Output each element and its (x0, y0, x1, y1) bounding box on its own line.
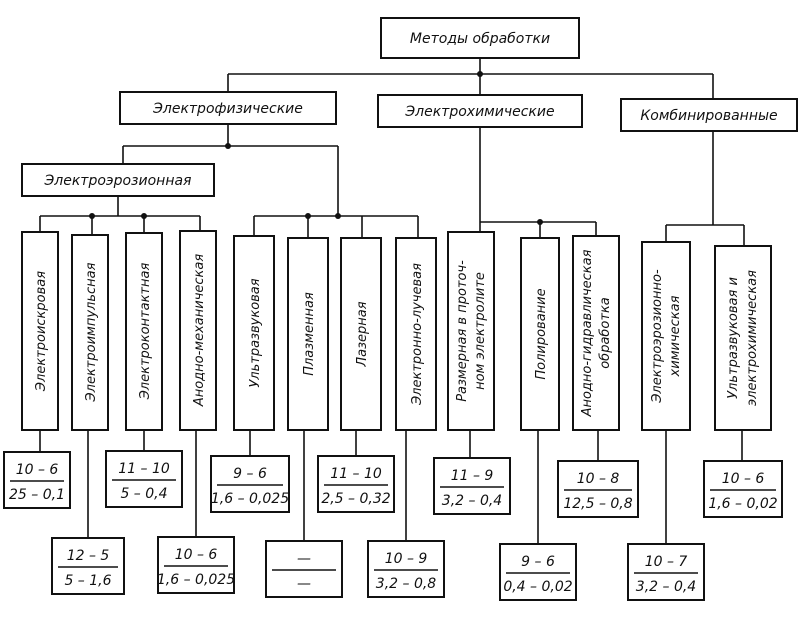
erosion-label: Электроэрозионная (44, 173, 192, 189)
root-label: Методы обработки (410, 31, 550, 47)
values-electropulse: 12 – 5 5 – 1,6 (51, 537, 125, 595)
value-top: 10 – 8 (577, 471, 620, 487)
electrochemical-node: Электрохимические (377, 94, 583, 128)
method-label: Электронно-лучевая (410, 263, 425, 406)
electrochemical-label: Электрохимические (404, 104, 554, 120)
method-label: Анодно-механическая (192, 254, 207, 408)
values-anode-hydraulic: 10 – 8 12,5 – 0,8 (557, 460, 639, 518)
method-label: Электроискровая (34, 271, 49, 392)
method-label: Электроимпульсная (84, 262, 99, 402)
method-label: Полирование (534, 288, 549, 379)
value-bottom: 2,5 – 0,32 (321, 491, 390, 507)
value-top: 9 – 6 (233, 466, 267, 482)
method-anode-hydraulic: Анодно-гидравлическая обработка (572, 235, 620, 431)
method-label: Плазменная (302, 292, 317, 376)
method-label-line2: электрохимическая (745, 270, 760, 406)
value-top: 10 – 6 (722, 471, 765, 487)
values-plasma: — — (265, 540, 343, 598)
values-electron-beam: 10 – 9 3,2 – 0,8 (367, 540, 445, 598)
junction-dots (89, 71, 543, 225)
value-top: 10 – 6 (175, 547, 218, 563)
method-label-line2: ном электролите (473, 272, 488, 390)
value-top: 11 – 10 (330, 466, 382, 482)
value-bottom: 3,2 – 0,8 (376, 576, 437, 592)
method-anode-mechanical: Анодно-механическая (179, 230, 217, 431)
value-bottom: 1,6 – 0,025 (211, 491, 289, 507)
electrophysical-node: Электрофизические (119, 91, 337, 125)
method-erosion-chemical: Электроэрозионно- химическая (641, 241, 691, 431)
value-top: 9 – 6 (521, 554, 555, 570)
method-laser: Лазерная (340, 237, 382, 431)
root-node: Методы обработки (380, 17, 580, 59)
value-bottom: 5 – 1,6 (64, 573, 111, 589)
method-label: Ультразвуковая (248, 278, 263, 387)
method-label: Электроконтактная (138, 263, 153, 401)
values-dimensional-flow: 11 – 9 3,2 – 0,4 (433, 457, 511, 515)
values-electrospark: 10 – 6 25 – 0,1 (3, 451, 71, 509)
values-erosion-chemical: 10 – 7 3,2 – 0,4 (627, 543, 705, 601)
values-ultrasonic-electrochemical: 10 – 6 1,6 – 0,02 (703, 460, 783, 518)
values-electrocontact: 11 – 10 5 – 0,4 (105, 450, 183, 508)
value-bottom: 3,2 – 0,4 (442, 493, 502, 509)
value-top: 10 – 7 (645, 554, 688, 570)
method-label: Ультразвуковая и (726, 277, 741, 399)
value-top: 11 – 9 (451, 468, 494, 484)
electrophysical-label: Электрофизические (152, 101, 303, 117)
method-polishing: Полирование (520, 237, 560, 431)
value-bottom: 1,6 – 0,02 (708, 496, 777, 512)
combined-label: Комбинированные (640, 108, 777, 124)
value-bottom: 0,4 – 0,02 (503, 579, 572, 595)
value-top: — (297, 551, 311, 567)
value-bottom: 25 – 0,1 (9, 487, 65, 503)
combined-node: Комбинированные (620, 98, 798, 132)
value-bottom: 1,6 – 0,025 (157, 572, 235, 588)
value-top: 12 – 5 (67, 548, 110, 564)
method-electropulse: Электроимпульсная (71, 234, 109, 431)
method-label: Лазерная (355, 301, 370, 367)
method-plasma: Плазменная (287, 237, 329, 431)
method-electron-beam: Электронно-лучевая (395, 237, 437, 431)
connector-lines (39, 58, 745, 544)
method-label: Электроэрозионно- (650, 269, 665, 404)
method-label-line2: обработка (598, 297, 613, 369)
method-electrocontact: Электроконтактная (125, 232, 163, 431)
value-top: 10 – 9 (385, 551, 428, 567)
method-label: Размерная в проточ- (455, 260, 470, 402)
values-laser: 11 – 10 2,5 – 0,32 (317, 455, 395, 513)
method-label: Анодно-гидравлическая (580, 249, 595, 417)
method-label-line2: химическая (668, 295, 683, 377)
value-bottom: 12,5 – 0,8 (563, 496, 632, 512)
values-ultrasonic: 9 – 6 1,6 – 0,025 (210, 455, 290, 513)
method-electrospark: Электроискровая (21, 231, 59, 431)
method-ultrasonic: Ультразвуковая (233, 235, 275, 431)
value-top: 11 – 10 (118, 461, 170, 477)
method-dimensional-flow: Размерная в проточ- ном электролите (447, 231, 495, 431)
method-ultrasonic-electrochemical: Ультразвуковая и электрохимическая (714, 245, 772, 431)
erosion-node: Электроэрозионная (21, 163, 215, 197)
value-bottom: 3,2 – 0,4 (636, 579, 696, 595)
values-anode-mechanical: 10 – 6 1,6 – 0,025 (157, 536, 235, 594)
value-bottom: — (297, 576, 311, 592)
values-polishing: 9 – 6 0,4 – 0,02 (499, 543, 577, 601)
value-top: 10 – 6 (16, 462, 59, 478)
value-bottom: 5 – 0,4 (120, 486, 167, 502)
